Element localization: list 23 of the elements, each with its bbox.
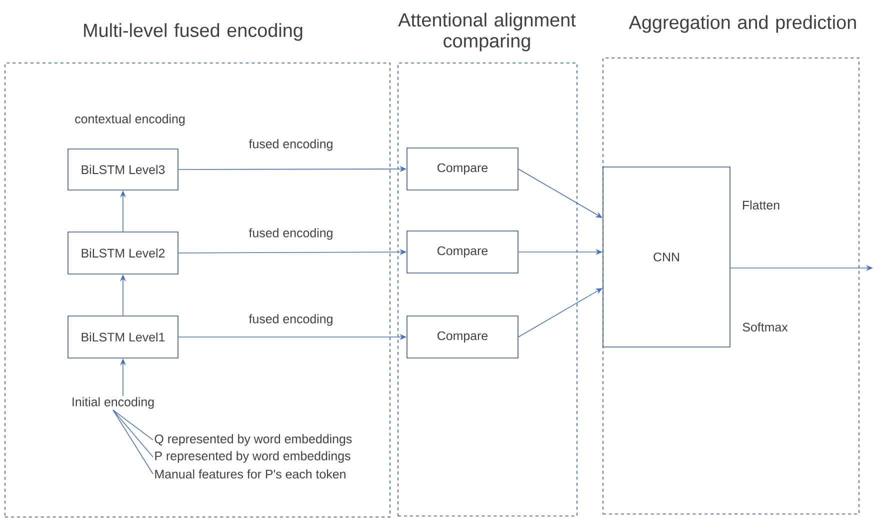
node-label: Attentional alignment comparing	[398, 12, 576, 52]
process-box: BiLSTM Level1	[68, 316, 178, 358]
side-label: Softmax	[742, 322, 788, 332]
text-label: P represented by word embeddings	[155, 451, 350, 463]
process-box: CNN	[602, 166, 730, 348]
process-box: Compare	[406, 148, 518, 190]
text-label: Initial encoding	[72, 397, 154, 409]
edge-label: fused encoding	[248, 138, 334, 152]
node-label: Multi-level fused encoding	[84, 23, 302, 41]
side-label: contextual encoding	[75, 114, 185, 126]
process-box: BiLSTM Level2	[68, 232, 178, 274]
process-box: Compare	[406, 316, 518, 358]
edge-label: fused encoding	[248, 313, 334, 327]
text-label: Manual features for P's each token	[155, 469, 346, 479]
edge-label: fused encoding	[248, 227, 334, 241]
leader-line	[112, 410, 154, 440]
process-box: BiLSTM Level3	[68, 148, 178, 190]
side-label: Flatten	[742, 200, 780, 210]
text-label: Q represented by word embeddings	[154, 434, 352, 446]
process-box: Compare	[406, 230, 518, 274]
leader-line	[112, 410, 154, 474]
node-label: Aggregation and prediction	[628, 15, 856, 33]
leader-line	[112, 410, 154, 458]
